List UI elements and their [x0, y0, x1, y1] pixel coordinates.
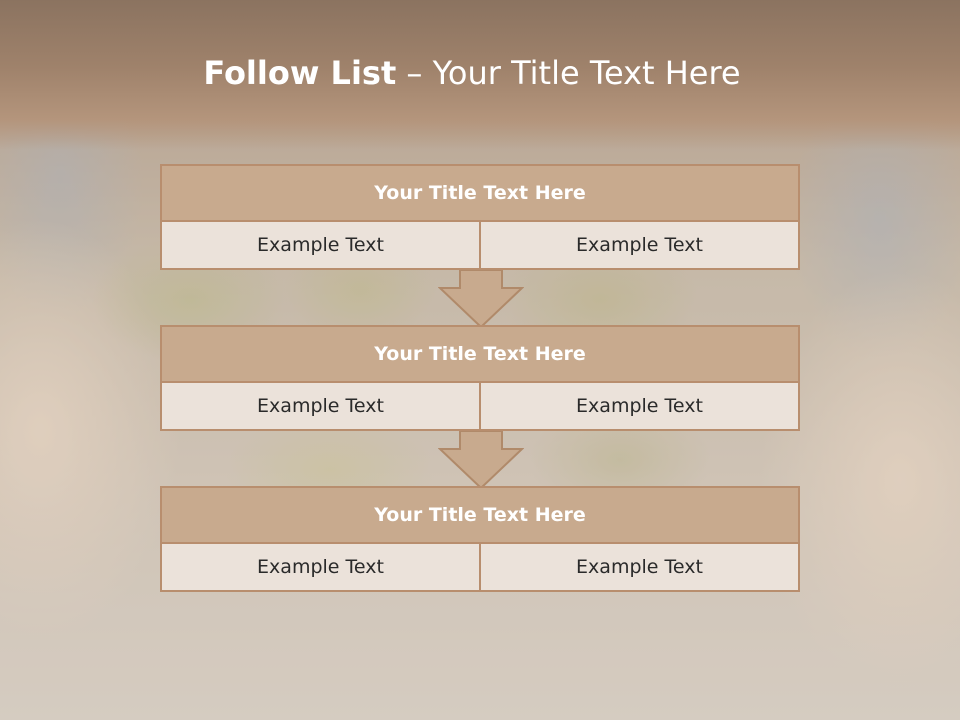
block-cell-left: Example Text — [162, 544, 481, 590]
block-title: Your Title Text Here — [162, 166, 798, 222]
block-cell-left: Example Text — [162, 222, 481, 268]
block-cell-right: Example Text — [481, 544, 798, 590]
block-title: Your Title Text Here — [162, 327, 798, 383]
block-row: Example Text Example Text — [162, 383, 798, 429]
block-cell-right: Example Text — [481, 383, 798, 429]
block-row: Example Text Example Text — [162, 544, 798, 590]
slide-title: Follow List – Your Title Text Here — [0, 54, 944, 92]
slide-title-bold: Follow List — [203, 54, 397, 92]
block-title: Your Title Text Here — [162, 488, 798, 544]
block-cell-left: Example Text — [162, 383, 481, 429]
down-arrow-icon — [438, 270, 524, 328]
list-block-3: Your Title Text Here Example Text Exampl… — [160, 486, 800, 592]
slide-title-rest: – Your Title Text Here — [406, 54, 741, 92]
block-row: Example Text Example Text — [162, 222, 798, 268]
block-cell-right: Example Text — [481, 222, 798, 268]
down-arrow-icon — [438, 431, 524, 489]
header-band — [0, 0, 960, 150]
list-block-2: Your Title Text Here Example Text Exampl… — [160, 325, 800, 431]
list-block-1: Your Title Text Here Example Text Exampl… — [160, 164, 800, 270]
